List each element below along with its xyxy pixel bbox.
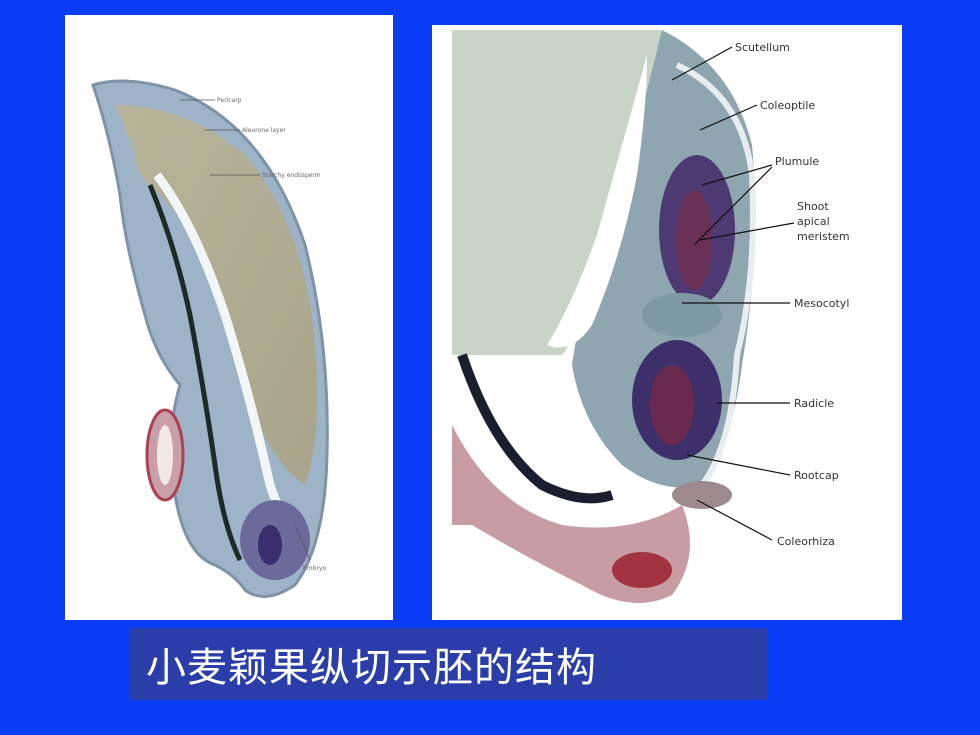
starchy-endosperm-region [115,105,318,485]
shoot-apical-label-line2: apical [797,215,830,228]
pericarp-label: Pericarp [217,97,242,104]
coleoptile-sheath [675,62,756,487]
embryo-detail-image: Scutellum Coleoptile Plumule Shoot apica… [432,25,902,620]
crease-cavity [153,172,294,529]
embryo-label: Embryo [303,565,326,572]
rootcap-label: Rootcap [794,469,839,482]
caryopsis-section-image: Pericarp Aleurone layer Starchy endosper… [65,15,393,620]
coleoptile-label: Coleoptile [760,99,815,112]
mesocotyl-label: Mesocotyl [794,297,849,310]
shoot-apical-label-line3: meristem [797,230,850,243]
slide-caption: 小麦颖果纵切示胚的结构 [146,645,597,691]
aleurone-band [457,353,614,504]
radicle-label: Radicle [794,397,834,410]
aleurone-label: Aleurone layer [242,127,286,134]
leader-lines [671,46,795,541]
crease-gap [547,55,647,348]
mesocotyl-tissue [642,293,722,337]
endosperm-tissue [452,30,662,355]
shoot-apical-label-line1: Shoot [797,200,829,213]
caryopsis-section-drawing: Pericarp Aleurone layer Starchy endosper… [91,79,329,598]
coleorhiza-label: Coleorhiza [777,535,835,548]
embryo-detail-drawing: Scutellum Coleoptile Plumule Shoot apica… [452,30,850,603]
caption-box: 小麦颖果纵切示胚的结构 [130,628,768,700]
plumule-label: Plumule [775,155,819,168]
coleorhiza-tissue [672,481,732,509]
scutellum-label: Scutellum [735,41,790,54]
starchy-endosperm-label: Starchy endosperm [262,172,321,179]
aleurone-band [147,184,243,562]
